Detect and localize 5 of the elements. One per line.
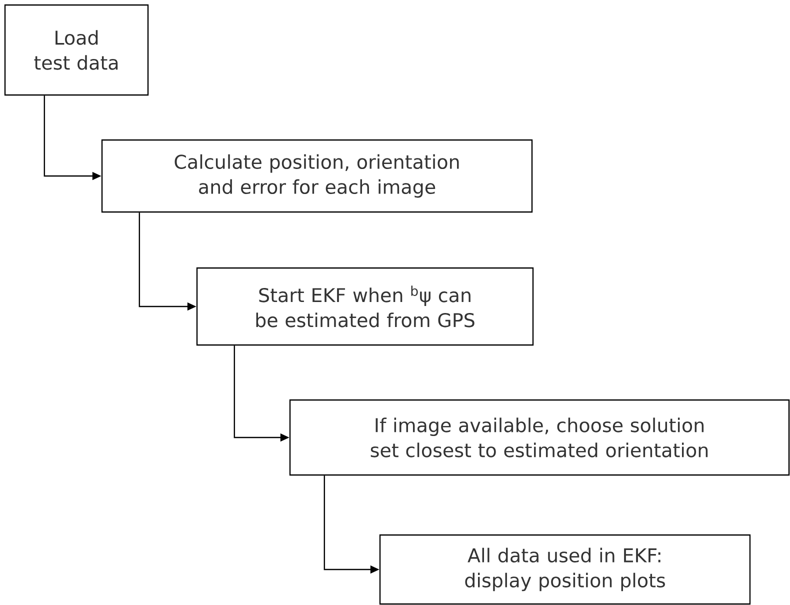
process-box: If image available, choose solution set closest to estimated orientation [289, 399, 790, 476]
process-box: Start EKF when $^{b}$ψ can be estimated from GPS [196, 267, 534, 346]
process-box: Calculate position, orientation and error for each image [101, 139, 533, 213]
process-box: All data used in EKF: display position plots [379, 534, 751, 605]
process-box: Load test data [4, 4, 149, 96]
